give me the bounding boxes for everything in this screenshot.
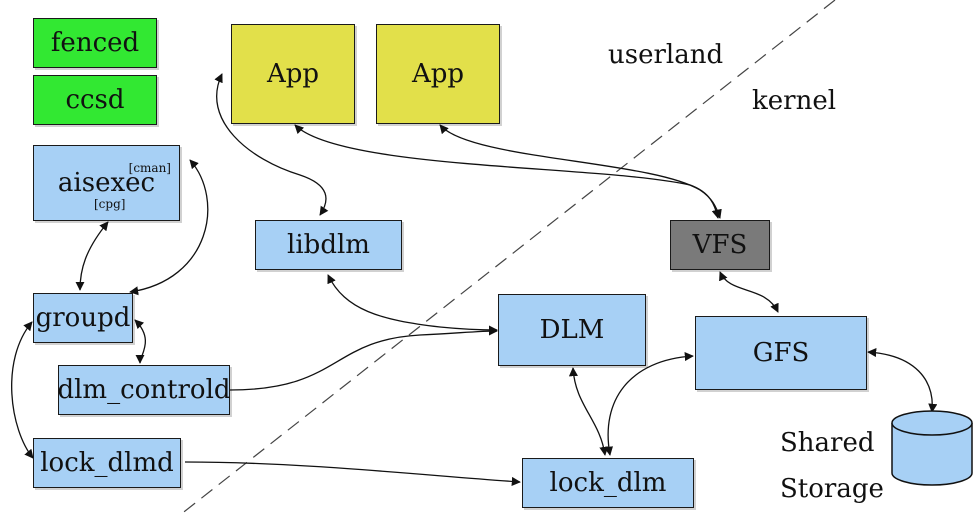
fenced-label: fenced: [50, 28, 140, 58]
shared-storage-cylinder-icon: [891, 410, 973, 486]
app-box-2: App: [376, 24, 500, 124]
edge-dlm-controld-dlm: [229, 326, 498, 391]
dlm-box: DLM: [498, 294, 646, 366]
edge-app2-vfs: [439, 124, 722, 219]
app-1-label: App: [266, 59, 320, 89]
lock-dlmd-label: lock_dlmd: [40, 448, 174, 478]
aisexec-cpg-tag: [cpg]: [94, 197, 126, 211]
dlm-label: DLM: [539, 315, 605, 345]
vfs-box: VFS: [670, 220, 770, 270]
aisexec-box: aisexec [cman] [cpg]: [33, 145, 180, 221]
userland-label: userland: [608, 40, 724, 70]
edge-lock-dlmd-lock-dlm: [184, 461, 521, 486]
edge-dlm-lock-dlm: [568, 367, 609, 456]
dlm-controld-box: dlm_controld: [57, 365, 231, 415]
shared-storage-label-line2: Storage: [780, 474, 884, 504]
vfs-label: VFS: [692, 230, 748, 260]
ccsd-label: ccsd: [65, 85, 125, 115]
aisexec-label: aisexec: [57, 168, 156, 198]
edge-groupd-lock-dlmd: [11, 321, 34, 459]
userland-kernel-boundary: [179, 0, 836, 516]
fenced-box: fenced: [33, 18, 157, 68]
shared-storage-label-line1: Shared: [780, 428, 875, 458]
edge-vfs-gfs: [719, 271, 779, 313]
groupd-box: groupd: [33, 293, 133, 343]
edge-aisexec-groupd-right: [129, 159, 209, 296]
kernel-label: kernel: [752, 86, 837, 116]
lock-dlm-box: lock_dlm: [522, 458, 694, 508]
edge-aisexec-groupd-left: [75, 221, 109, 291]
dlm-controld-label: dlm_controld: [57, 375, 231, 405]
lock-dlm-label: lock_dlm: [549, 468, 667, 498]
edge-gfs-lock-dlm: [604, 351, 694, 456]
gfs-box: GFS: [695, 316, 867, 390]
edge-app1-vfs: [294, 124, 721, 219]
ccsd-box: ccsd: [33, 75, 157, 125]
app-box-1: App: [231, 24, 355, 124]
edge-gfs-storage: [867, 347, 938, 413]
aisexec-cman-tag: [cman]: [128, 161, 171, 175]
libdlm-label: libdlm: [287, 230, 370, 260]
libdlm-box: libdlm: [255, 220, 402, 270]
lock-dlmd-box: lock_dlmd: [33, 438, 181, 488]
groupd-label: groupd: [35, 303, 131, 333]
app-2-label: App: [411, 59, 465, 89]
edge-groupd-dlm-controld: [134, 319, 147, 364]
gfs-label: GFS: [752, 338, 810, 368]
edge-libdlm-dlm: [327, 274, 498, 335]
